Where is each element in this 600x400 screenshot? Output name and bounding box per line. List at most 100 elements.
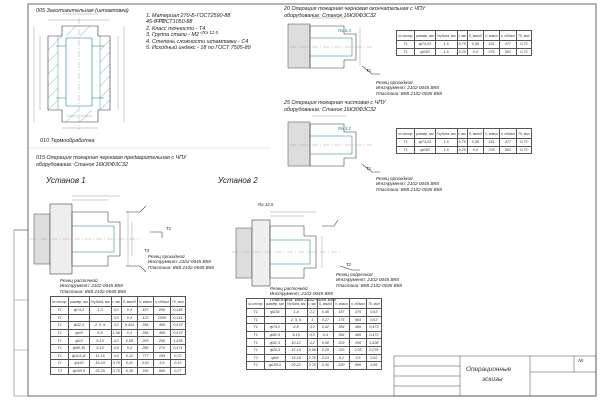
column-header: № инстр. [49, 296, 70, 307]
table-cell: 169 [152, 351, 172, 361]
table-cell: ф74,2 [264, 323, 286, 332]
table-cell: Т1 [49, 336, 70, 345]
table-cell: 0,73 [516, 40, 532, 49]
table-cell: 3,2 [306, 323, 318, 332]
column-header: размер, мм [264, 298, 286, 309]
table-cell: 3,5 [348, 353, 368, 363]
table-cell: 4,5 [110, 351, 122, 361]
column-header: V, м/мин [136, 296, 154, 307]
table-cell: ф163 [68, 359, 90, 368]
table-cell: ф74,2 [68, 306, 90, 315]
table-cell: 1-3 [88, 306, 112, 315]
table-cell: 296 [152, 336, 172, 345]
table-cell: 0,45 [316, 308, 334, 317]
table-cell: 1,438 [170, 336, 186, 345]
table-cell: 203 [136, 336, 154, 345]
tool-note-3: Резец подрезной Инструмент: 2102-0045 ВК… [336, 272, 402, 288]
column-header: № инстр. [245, 298, 266, 309]
table-cell: 6,1 [332, 353, 350, 363]
table-cell: 1,98 [110, 328, 122, 338]
table-cell: 6-8 [284, 323, 308, 332]
tool-note-line: Резец подрезной [336, 272, 373, 277]
column-header: t, мм [456, 30, 468, 41]
table-cell: 695 [152, 366, 172, 376]
column-header: размер, мм [414, 30, 436, 41]
table-cell: 0,73 [516, 138, 532, 147]
req-line: 5. Исходный индекс - 18 по ГОСТ 7505-89 [146, 45, 251, 52]
table-cell: 3,2 [110, 321, 122, 330]
table-cell: 1-5 [434, 138, 458, 147]
table-cell: Т1 [395, 47, 416, 57]
column-header: n, об/мин [348, 298, 368, 309]
tool-note-1: Резец проходной Инструмент: 2102-0045 ВК… [148, 254, 214, 270]
table-cell: ф240 [414, 145, 436, 155]
op010-title: 010 Термообработка [40, 138, 95, 144]
table-cell: 0,08 [120, 336, 138, 345]
table-cell: 25-29 [88, 366, 112, 376]
table-cell: ф29 [68, 328, 90, 338]
column-header: n, об/мин [152, 296, 172, 307]
column-header: Глубина, мм [88, 296, 112, 307]
side-stamp [13, 229, 29, 397]
table-cell: 0,56 [466, 138, 484, 147]
table-cell: 0,75 [456, 40, 468, 49]
column-header: V, м/мин [332, 298, 350, 309]
table-cell: 695 [348, 361, 368, 370]
table-cell: ф74,03 [414, 138, 436, 147]
table-cell: 123 [136, 313, 154, 323]
req-line: 1. Материал 270-Б-ГОСТ2590-88 [146, 13, 231, 19]
table-cell: 115 [482, 40, 500, 49]
roughness-setup2: Ra 12,5 [258, 202, 274, 207]
table-cell: Т1 [49, 328, 70, 338]
table-cell: 20-22 [284, 361, 308, 370]
table-cell: 296 [348, 338, 368, 347]
table-cell: 0,56 [366, 361, 382, 370]
tool-note-line: Инструмент: 2102-0045 ВК8 [336, 277, 399, 283]
req-line: 3. Группа стали - М2 [146, 32, 200, 39]
table-cell: 3,75 [306, 361, 318, 370]
table-cell: 0,4 [120, 306, 138, 315]
title-block-sheet-mark: № [578, 358, 584, 364]
column-header: S, мм/об [466, 30, 484, 41]
sheet-frame [27, 3, 597, 397]
table-cell: 0,144 [170, 313, 186, 323]
roughness-op025: Ra 3,2 [338, 126, 351, 131]
table-cell: 0,473 [170, 328, 186, 338]
tool-label-t2: Т2 [346, 262, 352, 267]
op025-tool-note: Резец проходной Инструмент: 2102-0045 ВК… [376, 176, 442, 192]
table-cell: 330 [332, 361, 350, 370]
table-cell: Т1 [49, 351, 70, 361]
column-header: T0, мин [516, 128, 532, 139]
setup2-sketch [232, 211, 360, 287]
tool-label-t1-op025: Т1 [366, 166, 372, 171]
setup1-label: Установ 1 [46, 176, 86, 185]
column-header: V, м/мин [482, 128, 500, 139]
tool-label-t1-op020: Т1 [366, 68, 372, 73]
table-cell: 203 [332, 338, 350, 347]
table-cell: 1-5 [434, 47, 458, 57]
tool-note-line: Инструмент: 2102-0045 ВК8 [270, 291, 333, 297]
table-cell: ф52,3 [264, 338, 286, 347]
tool-note-line: Инструмент: 2102-0045 ВК8 [60, 283, 123, 289]
column-header: № инстр. [395, 30, 416, 41]
table-cell: 330 [136, 366, 154, 376]
table-cell: Т1 [395, 40, 416, 49]
table-cell: 0,42 [316, 323, 334, 332]
table-cell: 1,438 [366, 338, 382, 347]
table-cell: 0,08 [316, 338, 334, 347]
table-cell: 6-8 [88, 328, 112, 338]
tool-note-line: Пластина: ВК8 2102-0045 ВК8 [376, 90, 442, 96]
